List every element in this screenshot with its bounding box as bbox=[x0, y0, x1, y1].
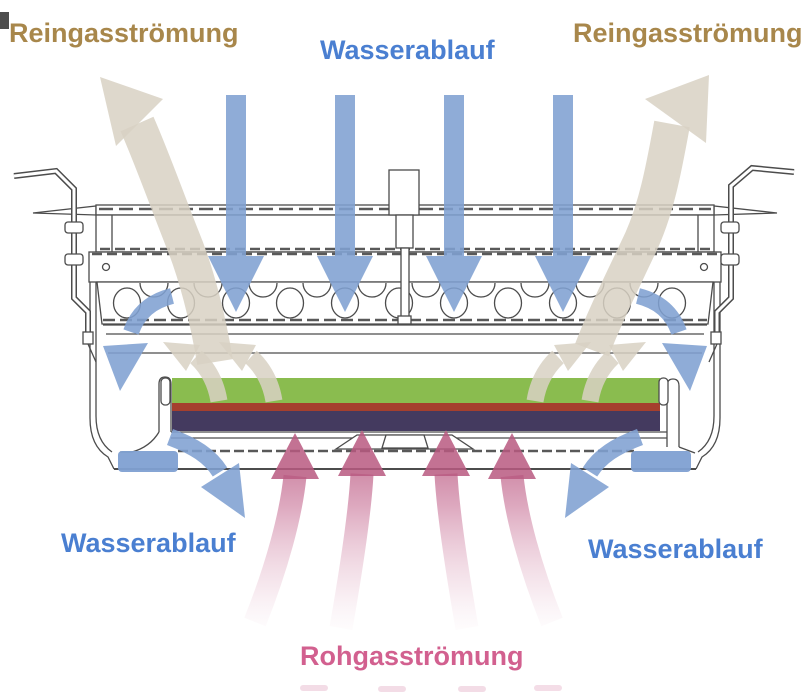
left-hanger-pipe bbox=[13, 167, 97, 363]
layer-end-pin-left bbox=[160, 377, 171, 406]
bolt-hole-left bbox=[101, 262, 111, 272]
filter-element-layers bbox=[160, 377, 669, 431]
right-hanger-pipe bbox=[708, 164, 795, 363]
water-drain-arrow-right bbox=[565, 429, 644, 518]
water-pool-right bbox=[631, 451, 691, 472]
label-clean-gas-left: Reingasströmung bbox=[9, 18, 239, 48]
clean-gas-inner-arrows bbox=[163, 342, 646, 403]
water-drain-arrow-left bbox=[166, 429, 245, 518]
bolt-hole-right bbox=[699, 262, 709, 272]
water-pool-left bbox=[118, 451, 178, 472]
label-raw-gas-bottom: Rohgasströmung bbox=[300, 641, 524, 671]
clean-gas-flow-arrow-right bbox=[575, 75, 709, 357]
water-wall-arrow-right bbox=[635, 288, 707, 391]
filter-layer-top bbox=[172, 378, 660, 403]
label-clean-gas-right: Reingasströmung bbox=[573, 18, 803, 48]
raw-gas-flow-arrows bbox=[244, 430, 563, 692]
corner-artifact bbox=[0, 12, 9, 29]
filter-layer-middle bbox=[172, 403, 660, 411]
layer-end-pin-right bbox=[658, 377, 669, 406]
label-water-drain-top: Wasserablauf bbox=[320, 35, 495, 65]
water-inflow-arrows bbox=[208, 95, 591, 312]
clean-gas-flow-arrow-left bbox=[100, 77, 233, 365]
water-wall-arrow-left bbox=[103, 288, 175, 391]
lid-center-tab bbox=[388, 169, 420, 325]
label-water-drain-bottom-right: Wasserablauf bbox=[588, 534, 763, 564]
raw-gas-faded-marks bbox=[300, 685, 562, 692]
label-water-drain-bottom-left: Wasserablauf bbox=[61, 528, 236, 558]
filter-layer-bottom bbox=[172, 411, 660, 431]
